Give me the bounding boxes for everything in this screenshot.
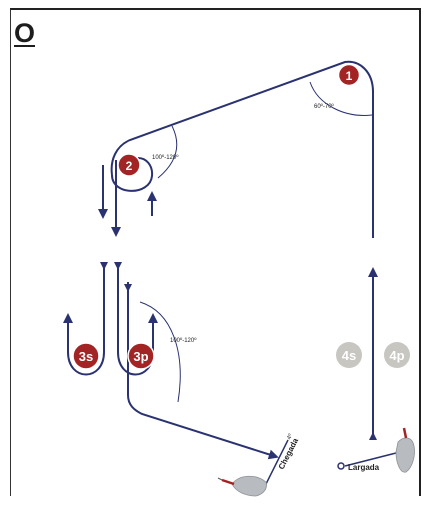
angle-label-mark2: 100º-120º: [152, 154, 179, 161]
route-loop-mark2: [111, 157, 154, 192]
mark-1-label: 1: [346, 69, 353, 83]
angle-label-mark1: 60º-70º: [314, 103, 335, 110]
angle-arcs: [139, 81, 373, 403]
mark-1: 1: [337, 63, 361, 87]
mark-3p-label: 3p: [133, 349, 148, 364]
finish-angle-label: 4º: [286, 432, 295, 441]
committee-boat-finish: [217, 475, 267, 497]
route-mark2-descent: [98, 160, 157, 237]
mark-3s-label: 3s: [79, 349, 93, 364]
finish-line: Chegada 4º: [261, 432, 301, 493]
mark-2: 2: [117, 153, 141, 177]
route-gate3: [63, 266, 279, 460]
diagram-frame: [10, 8, 421, 496]
start-line: [344, 451, 401, 467]
start-area: Largada: [337, 427, 415, 473]
start-pin-icon: [337, 462, 345, 470]
route-upwind: [110, 60, 374, 238]
mark-4p: 4p: [384, 342, 410, 368]
mark-3p: 3p: [127, 342, 155, 370]
mark-4s: 4s: [336, 342, 362, 368]
finish-label: Chegada: [277, 436, 301, 471]
mark-4p-label: 4p: [389, 348, 404, 363]
route-leg-mark1-to-mark2: [110, 60, 374, 176]
start-arrow-head: [369, 432, 377, 440]
mark-2-label: 2: [126, 159, 133, 173]
gate3-entry-arrows: [100, 262, 132, 292]
course-title: O: [14, 18, 36, 48]
start-label: Largada: [348, 463, 380, 472]
mark-4s-label: 4s: [342, 348, 356, 363]
committee-boat-start: [395, 437, 415, 473]
mark-3s: 3s: [72, 342, 100, 370]
angle-label-mark3p: 100º-120º: [170, 337, 197, 344]
